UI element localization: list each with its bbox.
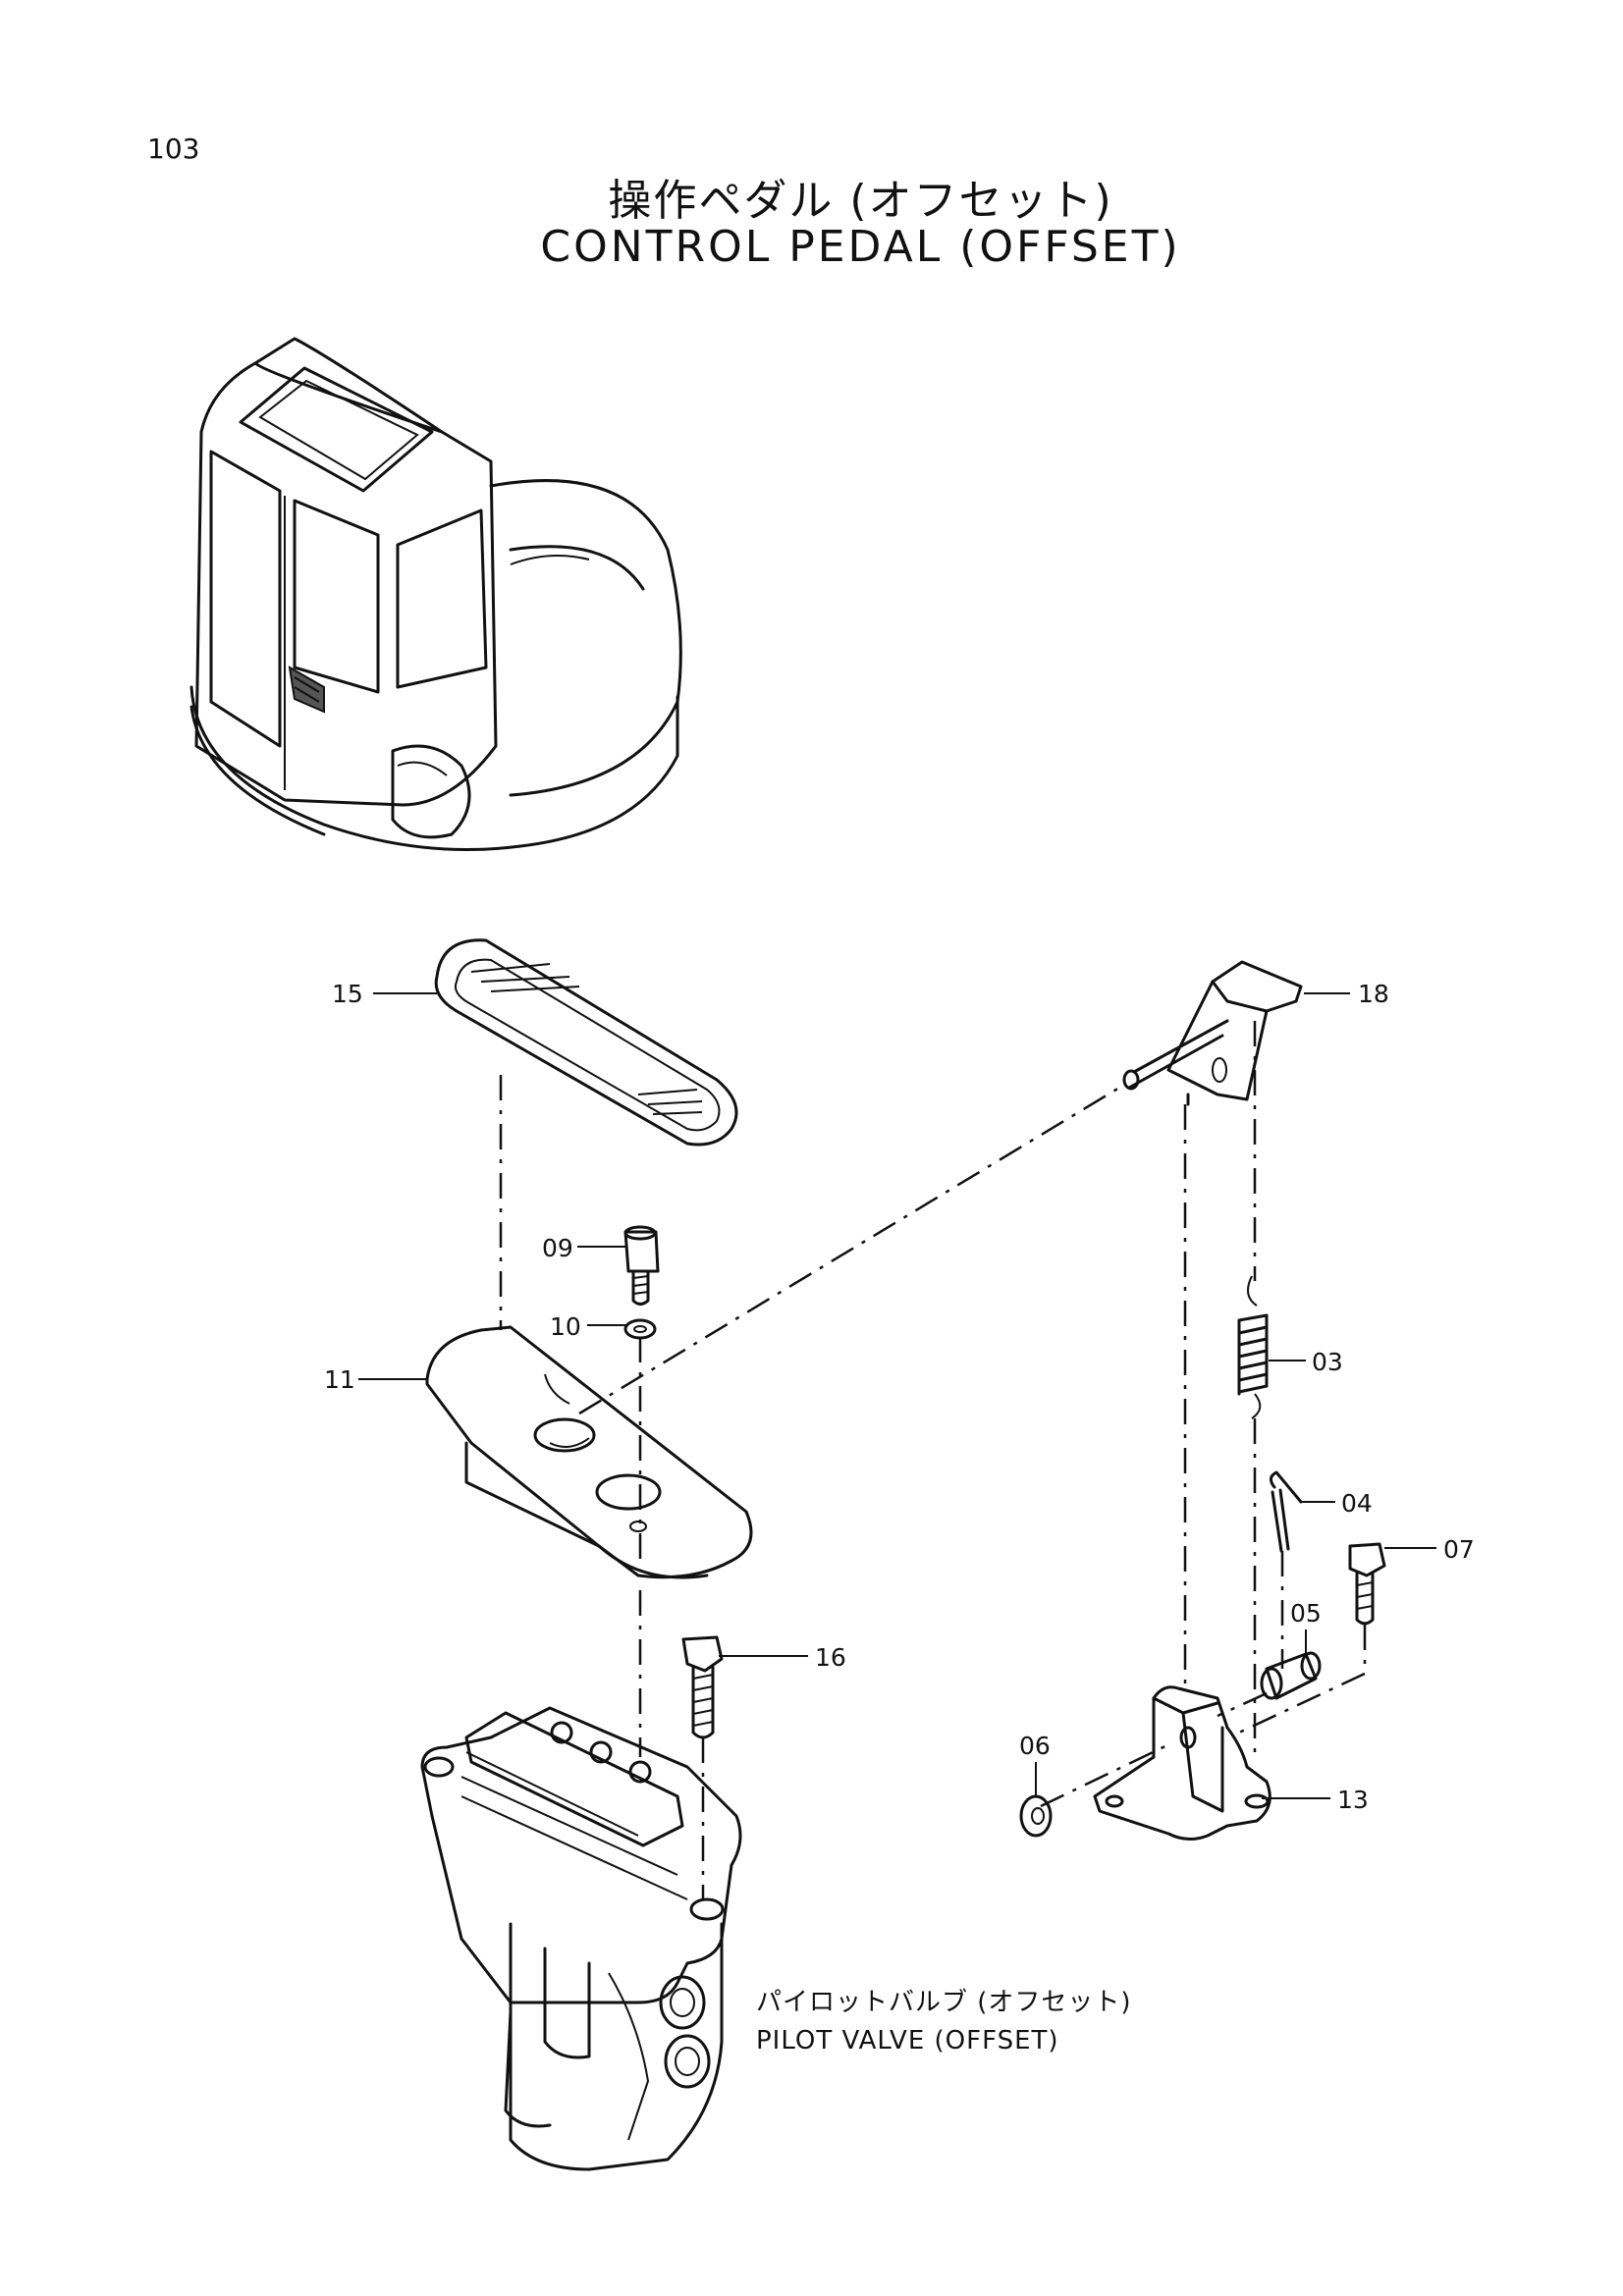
pedal-bracket-icon — [425, 1325, 753, 1579]
base-bracket-icon — [1093, 1685, 1271, 1841]
excavator-cab-illustration — [189, 337, 682, 852]
washer-icon — [623, 1318, 657, 1340]
cotter-pin-icon — [1270, 1470, 1303, 1553]
lever-icon — [1122, 960, 1303, 1106]
callout-06: 06 — [1019, 1732, 1051, 1760]
callout-10: 10 — [550, 1312, 581, 1341]
callout-13: 13 — [1337, 1786, 1369, 1814]
callout-03: 03 — [1312, 1348, 1343, 1376]
callout-leaders — [358, 992, 1436, 1799]
callout-15: 15 — [332, 980, 363, 1008]
page-title-japanese: 操作ペダル (オフセット) — [608, 176, 1113, 226]
spring-icon — [1237, 1275, 1269, 1419]
callout-05: 05 — [1290, 1599, 1322, 1628]
bolt-icon — [681, 1635, 724, 1739]
callout-16: 16 — [815, 1643, 846, 1672]
page-number: 103 — [147, 133, 200, 165]
callout-11: 11 — [324, 1365, 355, 1394]
callout-09: 09 — [542, 1234, 573, 1262]
pedal-pad-icon — [434, 938, 738, 1147]
bolt-icon — [623, 1225, 660, 1306]
callout-07: 07 — [1443, 1535, 1475, 1564]
pilot-valve-label-english: PILOT VALVE (OFFSET) — [756, 2026, 1059, 2056]
assembly-guide-lines — [499, 1021, 1367, 1899]
page-title-english: CONTROL PEDAL (OFFSET) — [540, 222, 1181, 272]
bolt-icon — [1348, 1542, 1386, 1626]
pilot-valve-label-japanese: パイロットバルブ (オフセット) — [756, 1988, 1132, 2017]
callout-04: 04 — [1341, 1489, 1373, 1518]
pilot-valve-icon — [420, 1706, 742, 2171]
callout-18: 18 — [1358, 980, 1389, 1008]
pin-icon — [1260, 1651, 1322, 1700]
